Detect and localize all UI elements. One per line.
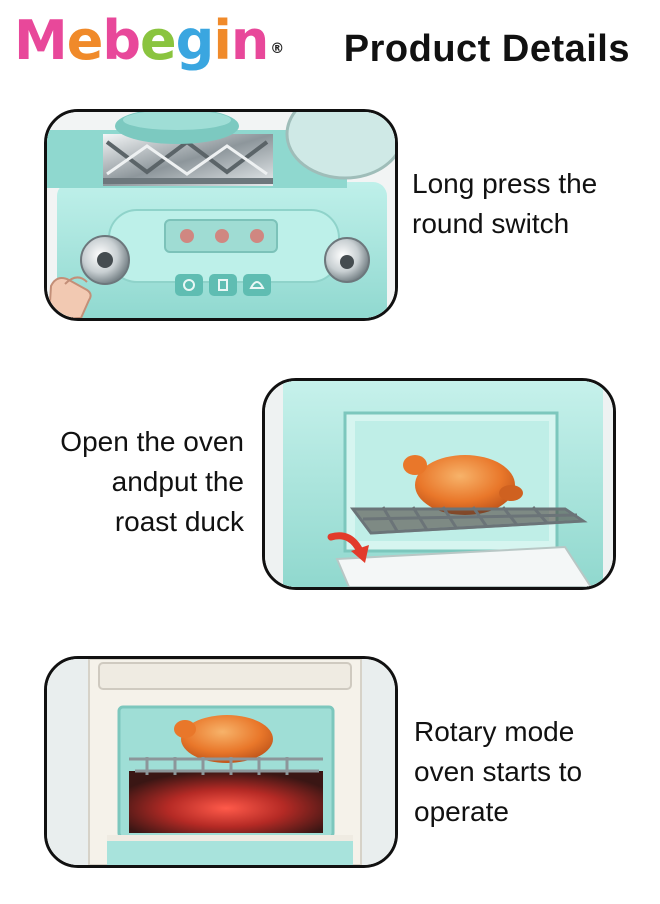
open-oven-illustration xyxy=(265,381,613,587)
toy-stove-illustration xyxy=(47,112,395,318)
oven-rack xyxy=(129,757,323,775)
oven-rack xyxy=(350,506,588,535)
header: Mebegin® Product Details xyxy=(0,0,660,100)
caption-line: operate xyxy=(414,796,509,827)
page-title: Product Details xyxy=(343,28,630,70)
caption-1: Long press the round switch xyxy=(412,164,597,244)
logo-letter: b xyxy=(102,9,141,72)
mode-button xyxy=(209,274,237,296)
heating-element xyxy=(129,771,323,833)
logo-letter: e xyxy=(66,9,104,72)
caption-line: Long press the xyxy=(412,168,598,199)
logo-letter: M xyxy=(14,9,68,72)
photo-operating-oven xyxy=(44,656,398,868)
caption-line: roast duck xyxy=(114,506,244,537)
roast-duck xyxy=(181,715,273,763)
caption-3: Rotary mode oven starts to operate xyxy=(414,712,582,832)
photo-control-panel xyxy=(44,109,398,321)
caption-2: Open the oven andput the roast duck xyxy=(30,422,244,542)
oven-base xyxy=(107,837,353,865)
caption-line: andput the xyxy=(111,466,244,497)
mode-button xyxy=(175,274,203,296)
lid xyxy=(285,112,395,180)
finger-icon xyxy=(47,276,92,318)
mode-button xyxy=(243,274,271,296)
caption-line: round switch xyxy=(412,208,570,239)
roast-duck xyxy=(415,455,515,515)
oven-door xyxy=(335,545,593,587)
photo-open-oven xyxy=(262,378,616,590)
caption-line: Open the oven xyxy=(60,426,244,457)
logo-letter: i xyxy=(213,9,231,72)
operating-oven-illustration xyxy=(47,659,395,865)
registered-mark: ® xyxy=(270,41,284,57)
logo-letter: e xyxy=(140,9,177,72)
caption-line: oven starts to xyxy=(414,756,583,787)
logo-letter: n xyxy=(230,9,269,72)
brand-logo: Mebegin® xyxy=(14,6,284,76)
caption-line: Rotary mode xyxy=(414,716,575,747)
logo-letter: g xyxy=(175,9,215,72)
